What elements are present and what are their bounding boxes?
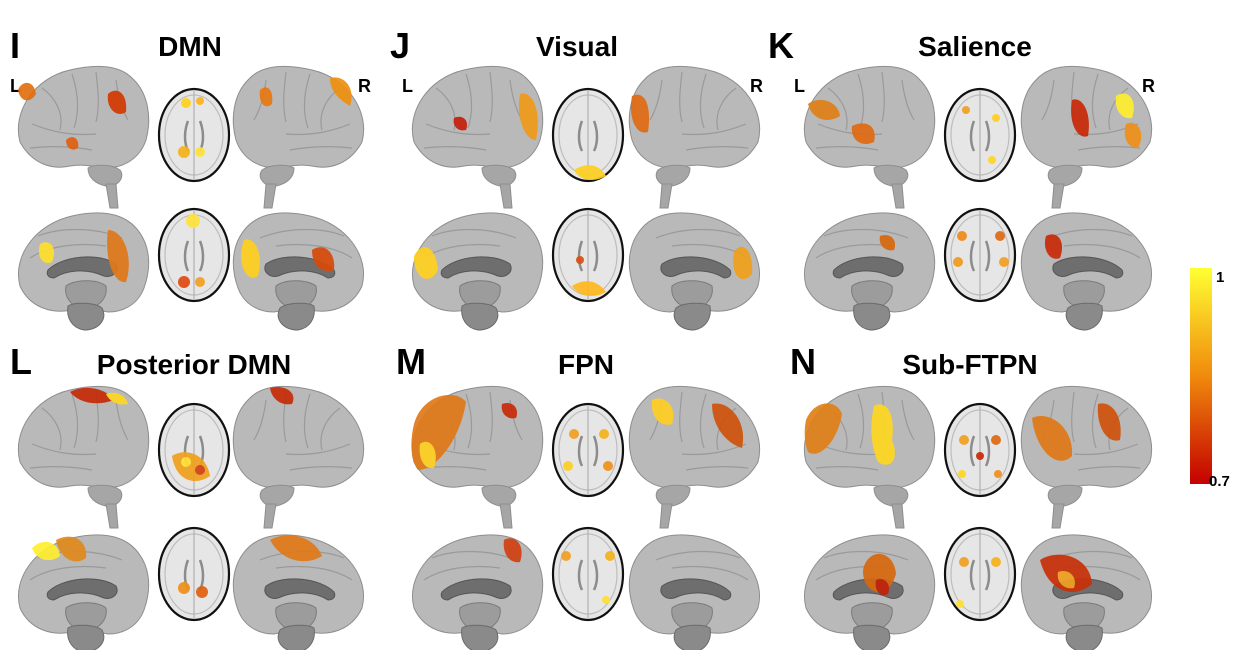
panel-letter: K <box>768 25 794 66</box>
panel-salience: K Salience L R <box>768 25 1155 331</box>
colorbar-min-label: 0.7 <box>1209 473 1230 490</box>
colorbar-max-label: 1 <box>1216 269 1224 286</box>
axial-slice <box>157 526 231 622</box>
panel-dmn: I DMN L R <box>10 25 371 331</box>
panel-posterior-dmn: L Posterior DMN <box>10 341 365 650</box>
axial-slice <box>943 402 1017 498</box>
panel-letter: J <box>390 25 410 66</box>
right-medial-brain <box>1020 534 1153 650</box>
axial-slice <box>551 402 625 498</box>
left-medial-brain <box>803 212 936 331</box>
axial-slice <box>157 402 231 498</box>
right-medial-brain <box>1020 212 1153 331</box>
panel-letter: I <box>10 25 20 66</box>
activation-blobs <box>32 386 322 598</box>
right-hemisphere-label: R <box>750 76 763 96</box>
axial-slice <box>157 87 231 183</box>
left-hemisphere-label: L <box>794 76 805 96</box>
axial-slice <box>943 87 1017 183</box>
activation-blobs <box>411 394 744 604</box>
panel-sub-ftpn: N Sub-FTPN <box>790 341 1153 650</box>
panel-title: Sub-FTPN <box>902 349 1037 380</box>
panel-title: Posterior DMN <box>97 349 291 380</box>
right-lateral-brain <box>232 385 365 529</box>
left-lateral-brain <box>17 385 150 529</box>
left-medial-brain <box>411 534 544 650</box>
activation-blobs <box>808 93 1142 267</box>
panel-letter: M <box>396 341 426 382</box>
left-hemisphere-label: L <box>10 76 21 96</box>
left-medial-brain <box>803 534 936 650</box>
activation-blobs <box>414 93 753 296</box>
axial-slice <box>943 526 1017 622</box>
left-lateral-brain <box>411 65 544 209</box>
panel-fpn: M FPN <box>396 341 761 650</box>
panel-visual: J Visual L R <box>390 25 763 331</box>
colorbar: 1 0.7 <box>1190 268 1230 490</box>
panel-title: Visual <box>536 31 618 62</box>
right-lateral-brain <box>628 65 761 209</box>
activation-blobs <box>804 403 1121 608</box>
panel-title: DMN <box>158 31 222 62</box>
right-lateral-brain <box>628 385 761 529</box>
activation-blobs <box>18 77 352 288</box>
panel-title: Salience <box>918 31 1032 62</box>
axial-slice <box>551 526 625 622</box>
panel-letter: N <box>790 341 816 382</box>
colorbar-gradient <box>1190 268 1212 484</box>
right-medial-brain <box>628 534 761 650</box>
right-lateral-brain <box>1020 385 1153 529</box>
right-hemisphere-label: R <box>358 76 371 96</box>
right-hemisphere-label: R <box>1142 76 1155 96</box>
panel-letter: L <box>10 341 32 382</box>
left-hemisphere-label: L <box>402 76 413 96</box>
axial-slice <box>943 207 1017 303</box>
panel-title: FPN <box>558 349 614 380</box>
left-medial-brain <box>17 212 150 331</box>
left-lateral-brain <box>17 65 150 209</box>
